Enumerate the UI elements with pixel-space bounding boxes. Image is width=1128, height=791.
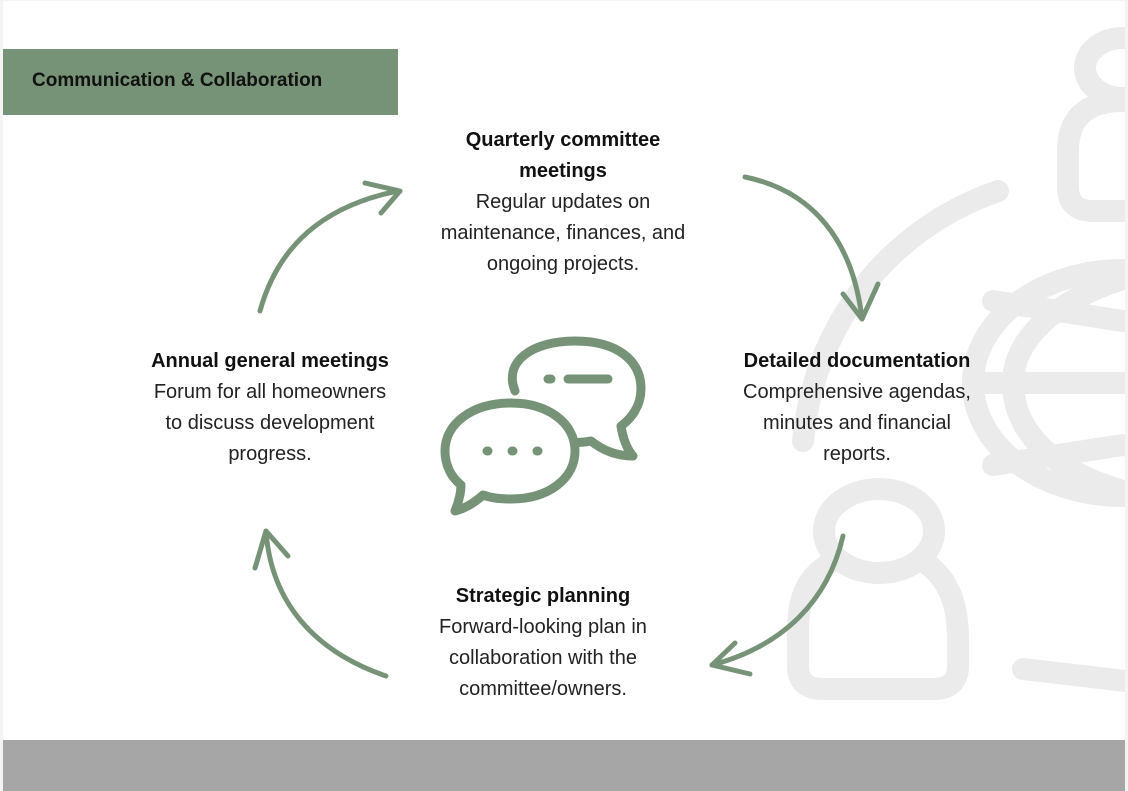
arrow-bottom-to-left-icon	[252, 528, 389, 679]
node-heading: Quarterly committee	[465, 129, 661, 151]
node-text: Forum for all homeowners	[153, 381, 387, 403]
node-text: reports.	[823, 443, 891, 465]
section-title-banner: Communication & Collaboration	[3, 49, 398, 115]
node-heading: Detailed documentation	[743, 350, 971, 372]
node-text: minutes and financial	[763, 412, 951, 434]
node-text: to discuss development	[165, 412, 375, 434]
node-heading: Strategic planning	[455, 585, 631, 607]
node-text: collaboration with the	[449, 647, 637, 669]
node-text: committee/owners.	[459, 678, 627, 700]
node-detailed-documentation: Detailed documentation Comprehensive age…	[697, 346, 1017, 470]
node-text: progress.	[228, 443, 312, 465]
node-heading: Annual general meetings	[151, 350, 389, 372]
node-text: ongoing projects.	[486, 253, 640, 275]
arrow-top-to-right-icon	[742, 174, 881, 322]
node-text: Comprehensive agendas,	[743, 381, 971, 403]
slide: Communication & Collaboration	[3, 1, 1125, 791]
node-text: maintenance, finances, and	[440, 222, 686, 244]
node-heading: meetings	[519, 160, 607, 182]
node-quarterly-meetings: Quarterly committee meetings Regular upd…	[363, 125, 763, 280]
arrow-right-to-bottom-icon	[709, 533, 846, 677]
cycle-arrows	[252, 174, 881, 679]
node-text: Regular updates on	[475, 191, 651, 213]
node-annual-general-meetings: Annual general meetings Forum for all ho…	[110, 346, 430, 470]
node-strategic-planning: Strategic planning Forward-looking plan …	[383, 581, 703, 705]
chat-bubbles-icon	[440, 336, 646, 516]
node-text: Forward-looking plan in	[439, 616, 647, 638]
footer-bar	[3, 740, 1125, 791]
section-title: Communication & Collaboration	[32, 70, 323, 91]
globe-people-watermark-icon	[787, 27, 1125, 700]
arrow-left-to-top-icon	[257, 180, 403, 314]
